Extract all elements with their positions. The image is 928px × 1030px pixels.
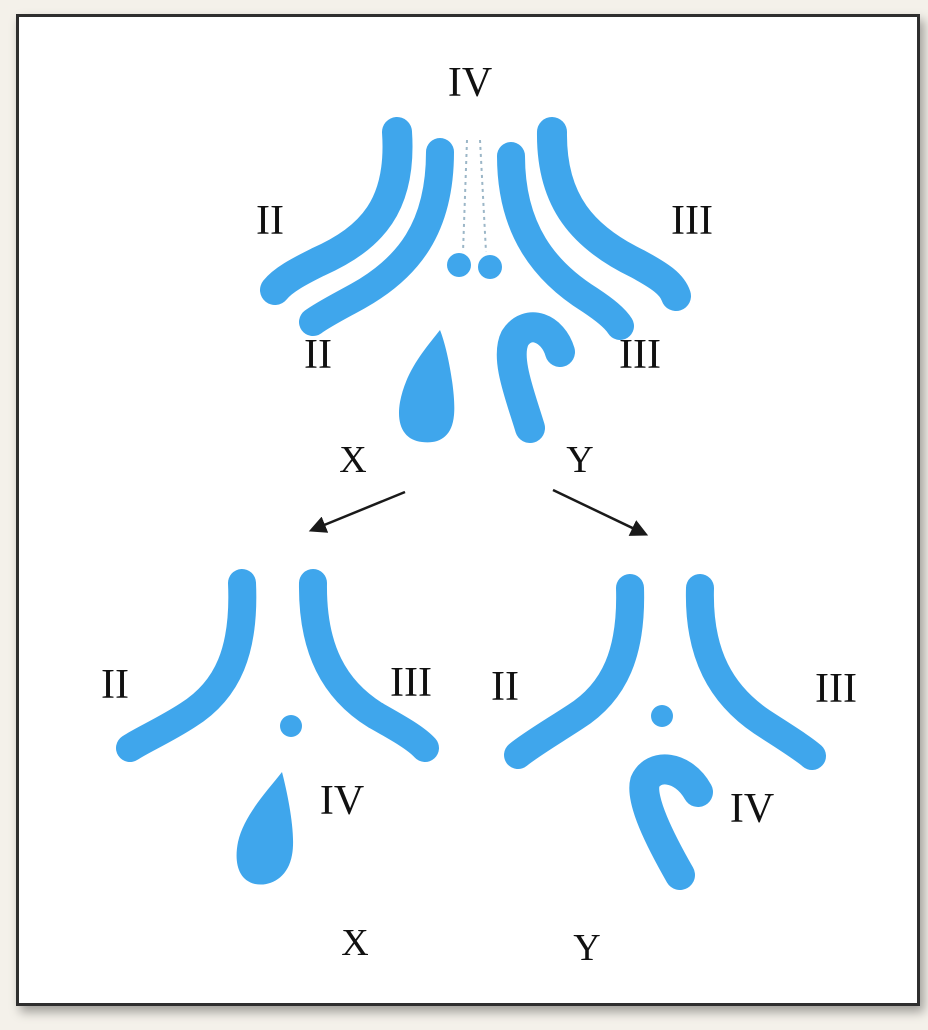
left-chromosome-ii — [130, 583, 242, 748]
parent-chromosome-x — [399, 330, 454, 442]
arrow-to-left-daughter — [312, 492, 405, 530]
left-chromosome-x — [237, 772, 294, 885]
label-parent-iii-outer: III — [671, 198, 713, 244]
label-right-ii: II — [491, 664, 519, 710]
parent-chromosome-set — [275, 132, 676, 428]
label-parent-iv: IV — [448, 60, 492, 106]
label-parent-iii-inner: III — [619, 332, 661, 378]
label-left-iv: IV — [320, 778, 364, 824]
arrow-to-right-daughter — [553, 490, 645, 534]
label-parent-ii-outer: II — [256, 198, 284, 244]
label-right-iv: IV — [730, 786, 774, 832]
label-left-x: X — [341, 922, 368, 964]
left-daughter-chromosome-set — [130, 583, 425, 748]
left-chromosome-iv-dot — [280, 715, 302, 737]
label-parent-y: Y — [566, 439, 593, 481]
parent-chromosome-iv-dot-left — [447, 253, 471, 277]
label-left-iii: III — [390, 660, 432, 706]
label-left-ii: II — [101, 662, 129, 708]
parent-chromosome-y — [512, 327, 560, 428]
right-chromosome-y — [644, 769, 698, 875]
label-parent-ii-inner: II — [304, 332, 332, 378]
label-right-iii: III — [815, 666, 857, 712]
label-right-y: Y — [573, 927, 600, 969]
parent-chromosome-iv-dotted — [463, 140, 486, 252]
right-chromosome-ii — [518, 588, 630, 755]
right-chromosome-iv-dot — [651, 705, 673, 727]
label-parent-x: X — [339, 439, 366, 481]
parent-chromosome-iv-dot-right — [478, 255, 502, 279]
right-chromosome-iii — [700, 588, 812, 756]
